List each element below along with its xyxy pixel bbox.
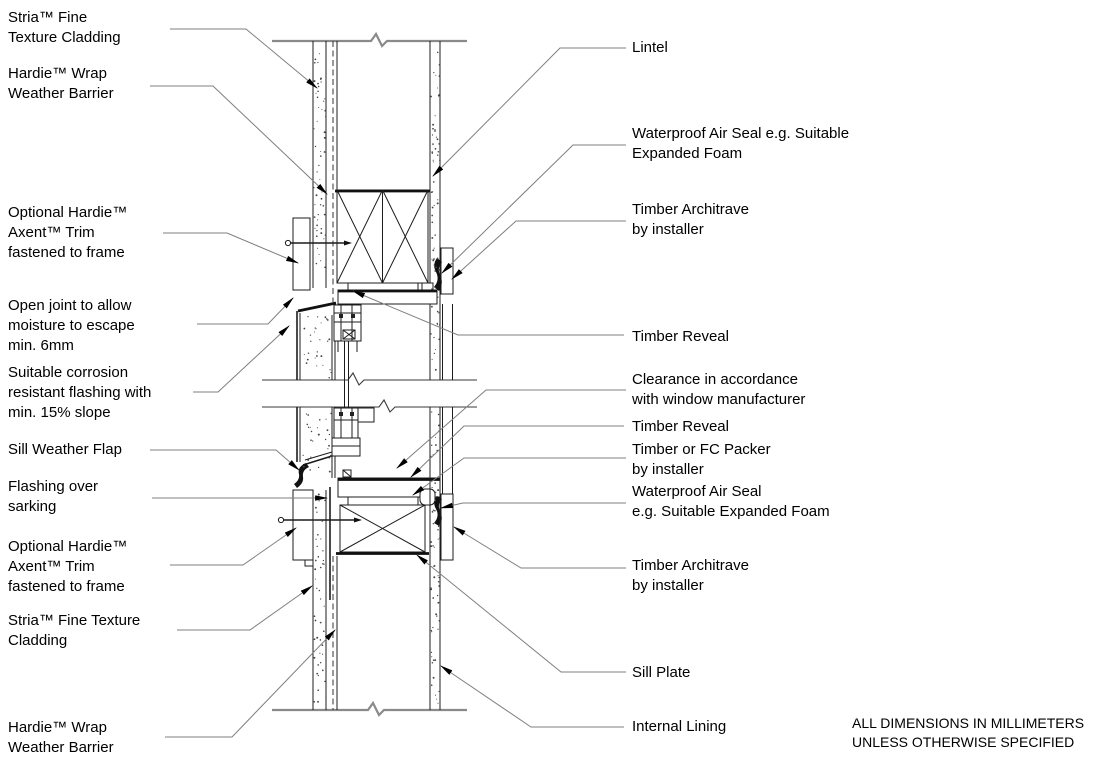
callout-corrosion-flashing: Suitable corrosion resistant flashing wi… xyxy=(8,364,152,421)
break-line-middle-lower xyxy=(262,398,477,413)
sill-weather-flap-section xyxy=(294,463,309,488)
leader-axent-top xyxy=(163,232,299,264)
internal-lining-upper xyxy=(429,41,441,380)
head-trim-fastener xyxy=(284,239,352,247)
cladding-upper xyxy=(312,41,327,288)
window-sill-frame xyxy=(302,407,375,466)
leader-architrave-bottom xyxy=(453,526,626,569)
break-line-bottom xyxy=(272,700,467,717)
internal-lining-lower xyxy=(429,407,441,710)
callout-hardie-wrap-top: Hardie™ Wrap Weather Barrier xyxy=(8,65,114,102)
callout-sill-plate: Sill Plate xyxy=(632,664,691,681)
leader-lintel xyxy=(432,47,626,177)
window-head-frame xyxy=(333,304,362,342)
leader-seal-bottom xyxy=(439,502,626,509)
axent-trim-top-section xyxy=(292,217,311,291)
leader-stria-top xyxy=(170,28,318,89)
callout-hardie-wrap-bottom: Hardie™ Wrap Weather Barrier xyxy=(8,719,114,756)
head-timber-reveal xyxy=(337,289,438,305)
dimensions-note: ALL DIMENSIONS IN MILLIMETERS UNLESS OTH… xyxy=(852,715,1085,750)
leader-axent-bottom xyxy=(170,527,297,566)
leader-hardie-top xyxy=(150,85,328,195)
head-air-seal xyxy=(434,258,442,291)
callout-waterproof-seal-bottom: Waterproof Air Seal e.g. Suitable Expand… xyxy=(632,483,830,520)
callout-flashing-over-sarking: Flashing over sarking xyxy=(8,478,99,515)
head-flashing xyxy=(296,301,337,380)
callout-timber-architrave-bottom: Timber Architrave by installer xyxy=(632,557,749,594)
leader-lines xyxy=(150,28,626,738)
leader-open-joint xyxy=(197,297,294,325)
callout-lintel: Lintel xyxy=(632,39,668,56)
break-line-middle-upper xyxy=(262,371,477,386)
cladding-lower xyxy=(312,490,327,710)
leader-clearance xyxy=(396,389,626,469)
callout-clearance: Clearance in accordance with window manu… xyxy=(632,371,806,408)
callout-internal-lining: Internal Lining xyxy=(632,718,727,735)
callout-axent-trim-top: Optional Hardie™ Axent™ Trim fastened to… xyxy=(8,204,128,261)
callout-open-joint: Open joint to allow moisture to escape m… xyxy=(8,297,135,354)
leader-reveal-top xyxy=(352,290,624,336)
sill-packer-block xyxy=(342,469,352,478)
leader-architrave-top xyxy=(451,220,626,280)
leader-fc-packer xyxy=(412,457,626,496)
callout-timber-architrave-top: Timber Architrave by installer xyxy=(632,201,749,238)
sill-timber-architrave xyxy=(440,493,454,561)
callout-waterproof-seal-top: Waterproof Air Seal e.g. Suitable Expand… xyxy=(632,125,850,162)
leader-stria-bottom xyxy=(177,585,313,631)
jamb-reveal-lower xyxy=(442,407,453,494)
stipple-texture xyxy=(302,51,441,704)
leader-reveal-bottom xyxy=(410,425,624,478)
leader-sill-flap xyxy=(150,449,300,471)
callout-timber-reveal-bottom: Timber Reveal xyxy=(632,418,729,435)
callout-stria-cladding-top: Stria™ Fine Texture Cladding xyxy=(8,9,121,46)
leader-corrosion-flash xyxy=(193,325,290,393)
callout-stria-cladding-bottom: Stria™ Fine Texture Cladding xyxy=(8,612,141,649)
lintel-section xyxy=(335,189,430,284)
sill-trim-fastener xyxy=(277,516,362,524)
leader-hardie-bottom xyxy=(165,629,336,738)
jamb-reveal-upper xyxy=(442,304,453,380)
break-line-top xyxy=(272,31,467,48)
head-timber-architrave xyxy=(440,247,454,295)
callout-timber-reveal-top: Timber Reveal xyxy=(632,328,729,345)
sill-plate-section xyxy=(336,504,429,555)
head-packer-strip xyxy=(347,282,434,291)
callout-fc-packer: Timber or FC Packer by installer xyxy=(632,441,771,478)
leader-internal-lining xyxy=(440,665,624,728)
leader-seal-top xyxy=(441,144,626,274)
leader-sill-plate xyxy=(416,554,626,673)
callout-axent-trim-bottom: Optional Hardie™ Axent™ Trim fastened to… xyxy=(8,538,128,595)
callout-sill-weather-flap: Sill Weather Flap xyxy=(8,441,122,458)
